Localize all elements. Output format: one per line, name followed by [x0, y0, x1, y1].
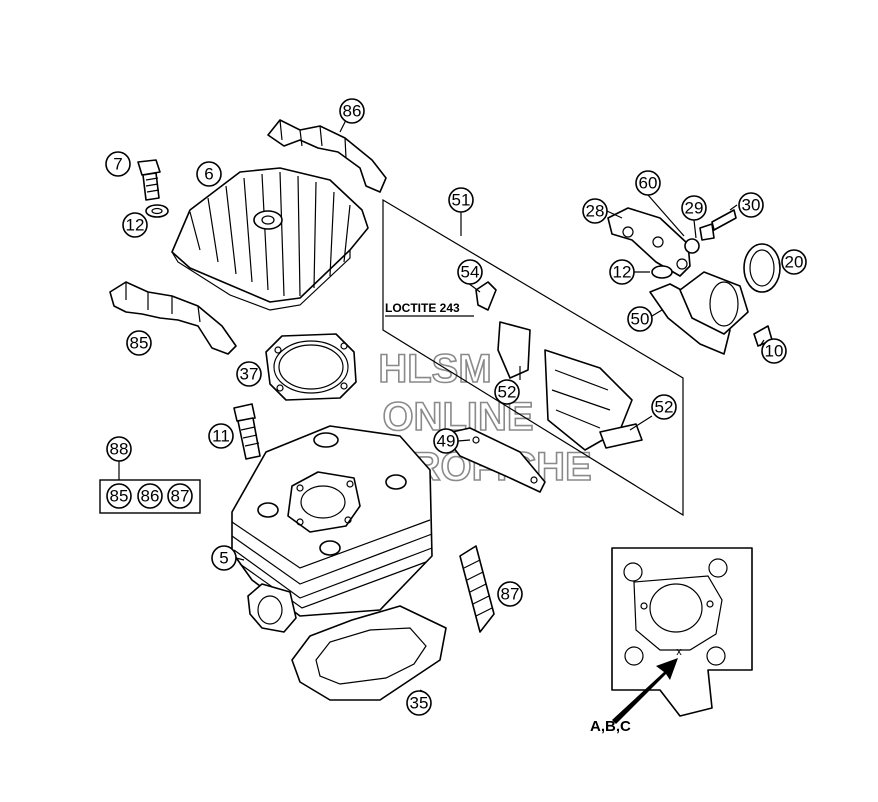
callout-88: 88 — [106, 436, 132, 462]
detail-mark-x: x — [676, 646, 682, 658]
svg-text:85: 85 — [110, 487, 129, 506]
callout-85: 85 — [126, 330, 152, 356]
part-7-bolt — [137, 159, 161, 201]
svg-text:6: 6 — [204, 165, 213, 184]
svg-text:49: 49 — [437, 432, 456, 451]
callout-29: 29 — [681, 195, 707, 221]
svg-text:86: 86 — [141, 487, 160, 506]
callout-28: 28 — [582, 198, 608, 224]
callout-35: 35 — [406, 690, 432, 716]
callout-51: 51 — [448, 187, 474, 213]
callout-12-top: 12 — [122, 212, 148, 238]
part-5-cylinder — [231, 425, 433, 633]
leader-lines — [235, 119, 781, 694]
part-11-stud-bolt — [233, 403, 261, 460]
callout-12-intake: 12 — [609, 259, 635, 285]
svg-text:88: 88 — [110, 440, 129, 459]
svg-text:12: 12 — [126, 216, 145, 235]
intake-group — [607, 207, 781, 355]
part-87-deflector-strip — [459, 545, 495, 633]
callout-5: 5 — [211, 545, 237, 571]
callout-54: 54 — [457, 259, 483, 285]
part-6-cylinder-head — [171, 167, 369, 311]
callout-52-lower: 52 — [651, 394, 677, 420]
svg-text:60: 60 — [639, 174, 658, 193]
svg-text:50: 50 — [631, 310, 650, 329]
callout-11: 11 — [208, 423, 234, 449]
callout-86-kit: 86 — [137, 483, 163, 509]
arrow-icon — [612, 658, 678, 724]
callout-86: 86 — [339, 98, 365, 124]
callout-6: 6 — [196, 161, 222, 187]
callout-52-upper: 52 — [494, 379, 520, 405]
svg-text:35: 35 — [410, 694, 429, 713]
callout-37: 37 — [236, 361, 262, 387]
callout-30: 30 — [738, 192, 764, 218]
svg-text:87: 87 — [501, 585, 520, 604]
part-35-base-gasket — [291, 605, 447, 701]
cylinder-detail-view: x — [611, 547, 753, 724]
reed-valve-panel — [382, 198, 684, 517]
callout-49: 49 — [433, 428, 459, 454]
svg-text:30: 30 — [742, 196, 761, 215]
svg-text:10: 10 — [765, 342, 784, 361]
part-12-washer-top — [145, 204, 169, 218]
callout-87-kit: 87 — [167, 483, 193, 509]
svg-text:28: 28 — [586, 202, 605, 221]
svg-text:87: 87 — [171, 487, 190, 506]
svg-text:51: 51 — [452, 191, 471, 210]
callout-87: 87 — [497, 581, 523, 607]
svg-text:52: 52 — [655, 398, 674, 417]
svg-text:85: 85 — [130, 334, 149, 353]
callout-10: 10 — [761, 338, 787, 364]
svg-text:37: 37 — [240, 365, 259, 384]
abc-label: A,B,C — [590, 718, 631, 735]
svg-text:52: 52 — [498, 383, 517, 402]
svg-text:29: 29 — [685, 199, 704, 218]
watermark-line-1: HLSM — [378, 347, 491, 391]
part-37-head-gasket — [265, 333, 357, 401]
svg-text:54: 54 — [461, 263, 480, 282]
callout-20: 20 — [781, 249, 807, 275]
svg-text:11: 11 — [212, 427, 230, 446]
svg-text:86: 86 — [343, 102, 362, 121]
svg-text:12: 12 — [613, 263, 632, 282]
svg-text:20: 20 — [785, 253, 804, 272]
part-86-deflector — [267, 119, 387, 193]
callout-85-kit: 85 — [106, 483, 132, 509]
svg-text:7: 7 — [113, 155, 122, 174]
loctite-note: LOCTITE 243 — [385, 301, 460, 315]
callout-60: 60 — [635, 170, 661, 196]
part-85-deflector — [109, 281, 237, 355]
svg-text:5: 5 — [219, 549, 228, 568]
callout-50: 50 — [627, 306, 653, 332]
callout-7: 7 — [105, 151, 131, 177]
